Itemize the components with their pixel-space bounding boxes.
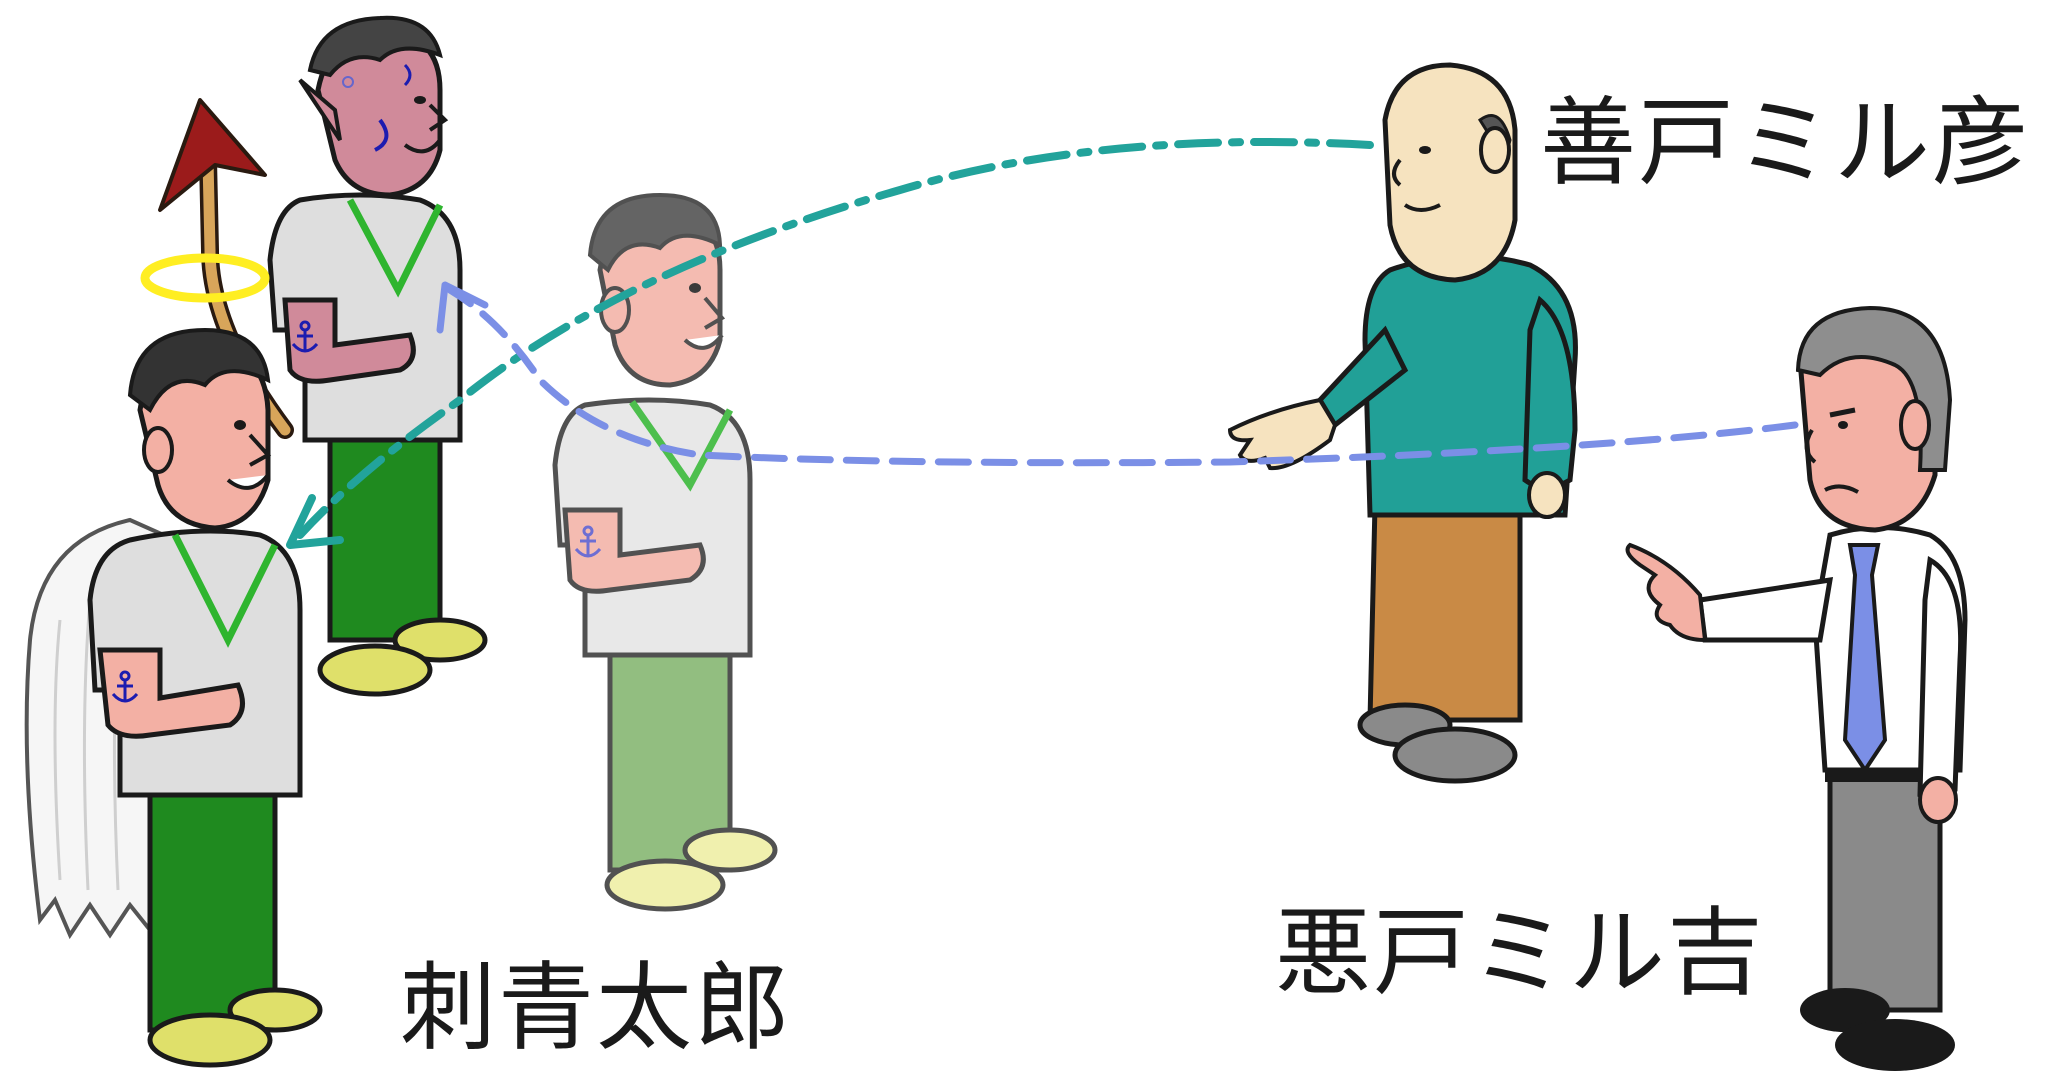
devil-self-figure	[158, 15, 488, 697]
good-person-figure	[1227, 62, 1578, 784]
protagonist-figure	[552, 192, 778, 912]
bad-arrowhead	[436, 281, 489, 334]
protagonist-name-label: 刺青太郎	[400, 952, 792, 1064]
good-influence-line	[296, 138, 1374, 539]
bad-person-figure	[1625, 305, 1968, 1071]
good-arrowhead	[286, 494, 344, 549]
halo-icon	[140, 253, 270, 303]
bad-influence-line	[446, 286, 1799, 467]
good-person-name-label: 善戸ミル彦	[1540, 87, 2030, 199]
bad-person-name-label: 悪戸ミル吉	[1275, 897, 1765, 1009]
angel-self-figure	[24, 253, 323, 1068]
